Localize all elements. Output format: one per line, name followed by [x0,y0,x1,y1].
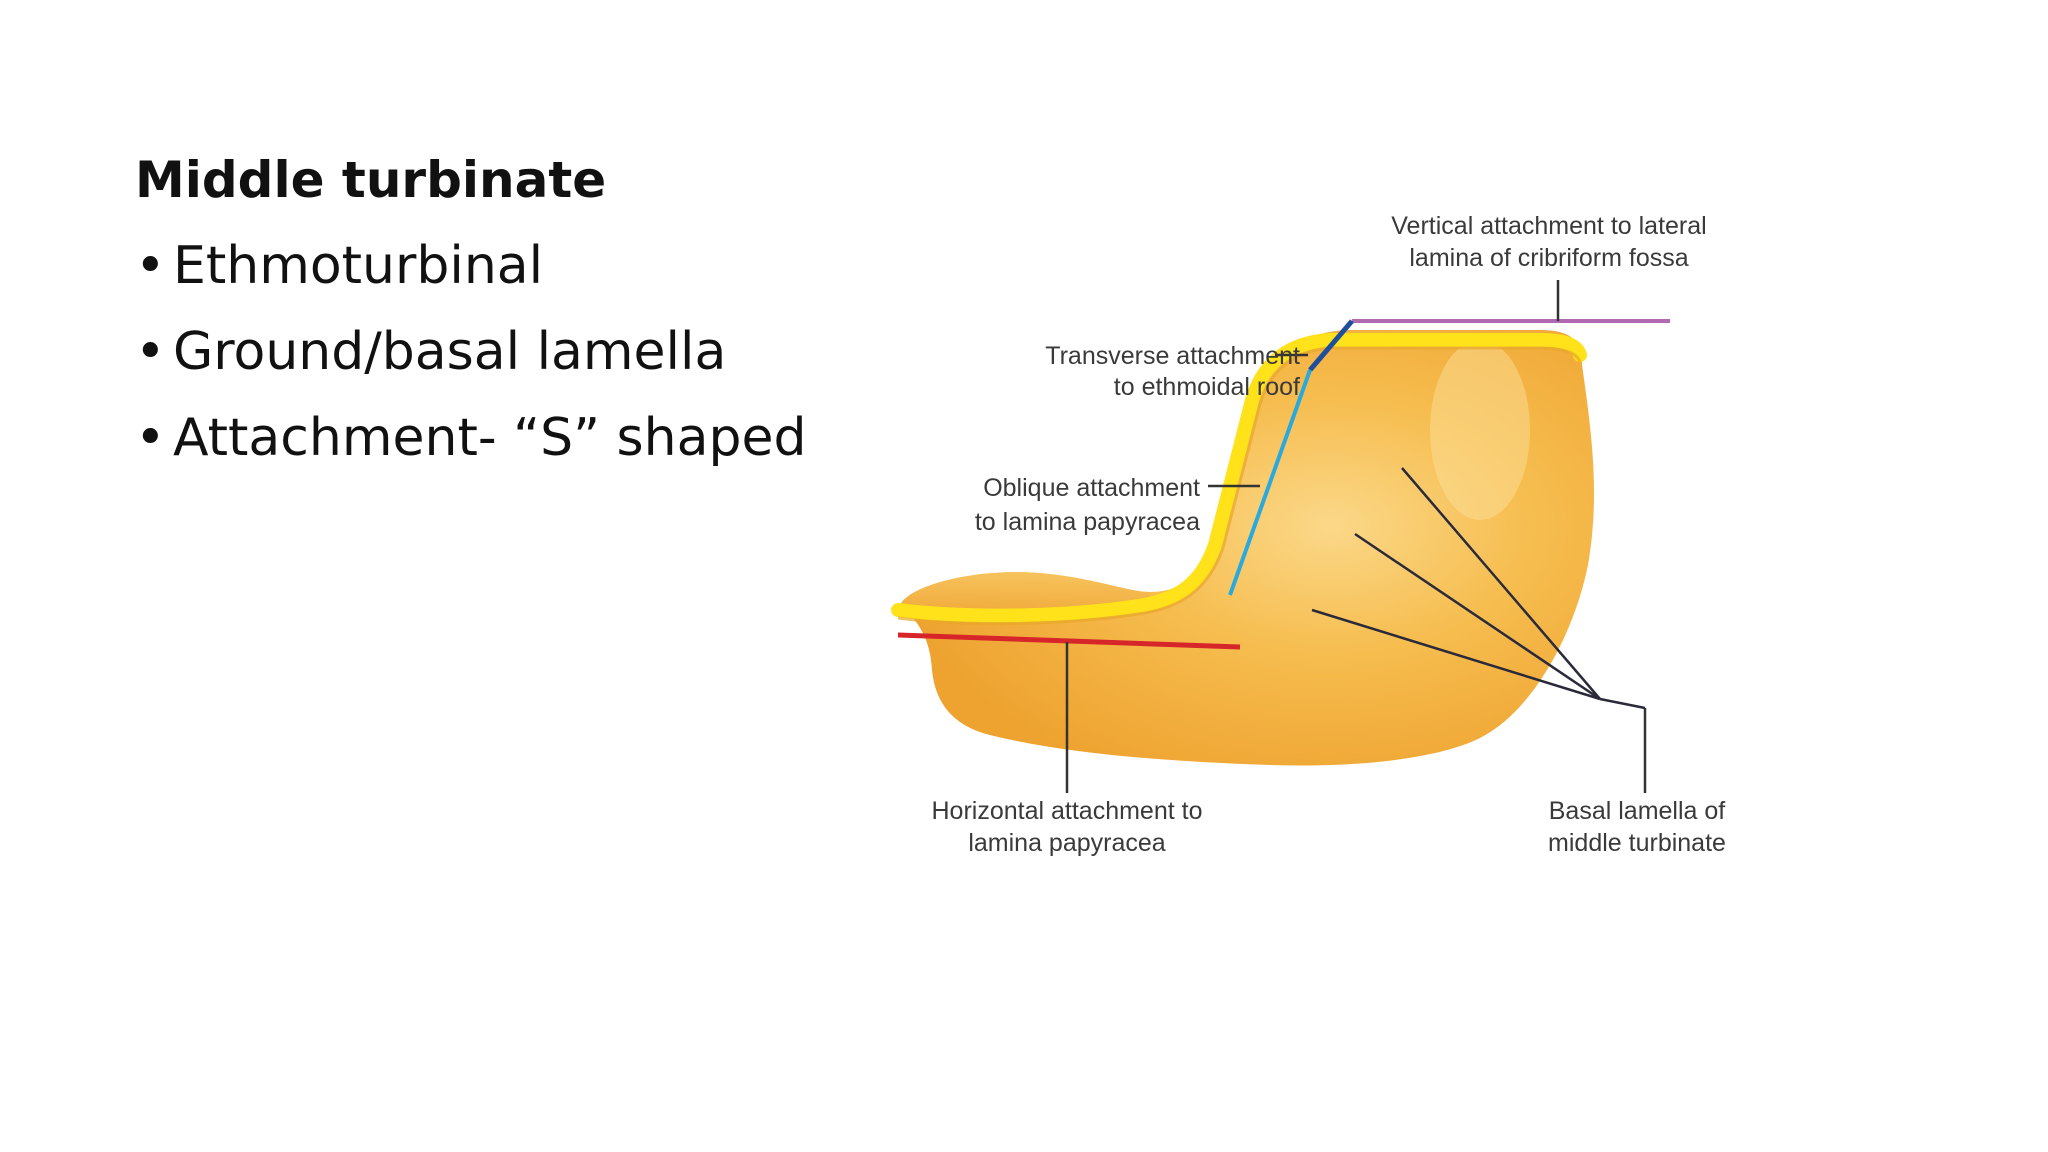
bullet-dot: • [135,322,166,382]
bullet-dot: • [135,408,166,468]
label-oblique-line1: Oblique attachment [983,474,1200,502]
bullet-list: • Ethmoturbinal • Ground/basal lamella •… [135,236,835,468]
bullet-item-ethmoturbinal: • Ethmoturbinal [135,236,835,296]
label-transverse-line1: Transverse attachment [1045,342,1300,370]
bullet-text: Ethmoturbinal [173,236,544,296]
basal-fan-line [1599,697,1646,710]
bullet-dot: • [135,236,166,296]
horizontal-attachment-line [897,632,1241,650]
label-horizontal-line2: lamina papyracea [968,829,1165,857]
label-vertical-line2: lamina of cribriform fossa [1409,244,1688,272]
label-oblique-line2: to lamina papyracea [975,508,1200,536]
basal-fan-line [1311,608,1601,701]
label-basal-line1: Basal lamella of [1549,797,1726,825]
body-highlight [1430,340,1530,520]
oblique-attachment-line [1228,369,1312,596]
bullet-item-basal-lamella: • Ground/basal lamella [135,322,835,382]
label-horizontal-line1: Horizontal attachment to [932,797,1203,825]
slide-text-block: Middle turbinate • Ethmoturbinal • Groun… [135,150,835,494]
middle-turbinate-diagram: Vertical attachment to lateral lamina of… [880,190,1760,890]
label-basal-line2: middle turbinate [1548,829,1726,857]
bullet-text: Ground/basal lamella [173,322,727,382]
basal-fan-line [1354,532,1601,701]
slide-title: Middle turbinate [135,151,607,209]
label-vertical-line1: Vertical attachment to lateral [1391,212,1706,240]
label-transverse-line2: to ethmoidal roof [1114,373,1300,401]
horizontal-wing [900,572,1150,615]
bullet-text: Attachment- “S” shaped [173,408,807,468]
basal-fan-line [1401,467,1601,700]
transverse-attachment-line [1308,319,1354,372]
bullet-item-attachment: • Attachment- “S” shaped [135,408,835,468]
diagram-canvas: Vertical attachment to lateral lamina of… [891,212,1726,857]
attachment-edge-shadow [897,346,1582,626]
attachment-edge [891,333,1587,623]
